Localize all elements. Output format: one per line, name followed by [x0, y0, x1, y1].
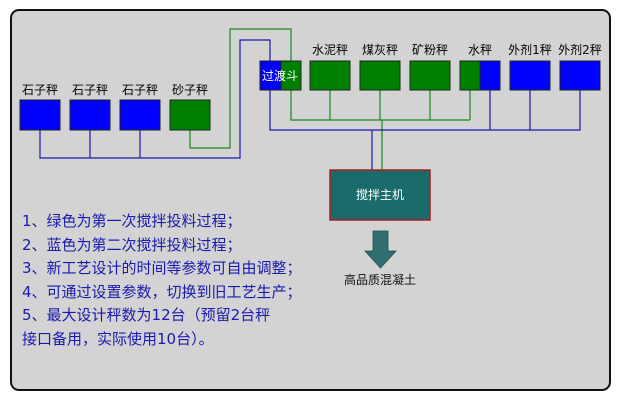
- note-item: 接口备用，实际使用10台）。: [22, 329, 214, 348]
- stone-hopper-1: [19, 99, 61, 131]
- additive-1-hopper: [509, 60, 551, 91]
- additive-1-hopper-label: 外剂1秤: [508, 42, 552, 57]
- second-mix-lines: [39, 39, 581, 170]
- additive-collector-line: [529, 90, 581, 131]
- mixer-label: 搅拌主机: [356, 187, 404, 202]
- green-collector-line: [290, 90, 470, 121]
- stone-hopper-2-label: 石子秤: [72, 83, 108, 97]
- flyash-hopper-label: 煤灰秤: [362, 43, 398, 57]
- first-mix-lines: [189, 28, 471, 170]
- note-item: 5、最大设计秤数为12台（预留2台秤: [22, 306, 271, 325]
- additive-2-hopper-label: 外剂2秤: [558, 42, 602, 57]
- transfer-hopper-green-half: [280, 60, 302, 91]
- sand-hopper-label: 砂子秤: [172, 83, 208, 97]
- slag-hopper-label: 矿粉秤: [412, 43, 448, 57]
- transfer-blue-out-line: [269, 90, 490, 131]
- output-label: 高品质混凝土: [344, 272, 416, 287]
- stone-collector-line: [39, 39, 271, 159]
- stone-hopper-1-label: 石子秤: [22, 83, 58, 97]
- flyash-hopper: [359, 60, 401, 91]
- note-item: 2、蓝色为第二次搅拌投料过程；: [22, 235, 242, 254]
- water-hopper-blue-half: [479, 60, 501, 91]
- additive-2-hopper: [559, 60, 601, 91]
- mixer-box: [329, 169, 431, 221]
- stone-hopper-3: [119, 99, 161, 131]
- note-item: 3、新工艺设计的时间等参数可自由调整；: [22, 259, 302, 278]
- transfer-hopper-label: 过渡斗: [262, 68, 298, 83]
- notes-list: 1、绿色为第一次搅拌投料过程； 2、蓝色为第二次搅拌投料过程； 3、新工艺设计的…: [22, 210, 342, 352]
- note-item: 1、绿色为第一次搅拌投料过程；: [22, 212, 242, 230]
- cement-hopper: [309, 60, 351, 91]
- water-hopper-green-half: [459, 60, 481, 91]
- stone-hopper-3-label: 石子秤: [122, 83, 158, 97]
- stone-hopper-2: [69, 99, 111, 131]
- sand-hopper: [169, 99, 211, 131]
- sand-to-transfer-line: [189, 28, 292, 149]
- cement-hopper-label: 水泥秤: [312, 43, 348, 57]
- output-arrow: [364, 230, 397, 269]
- water-hopper-label: 水秤: [468, 43, 492, 57]
- slag-hopper: [409, 60, 451, 91]
- note-item: 4、可通过设置参数，切换到旧工艺生产；: [22, 282, 302, 301]
